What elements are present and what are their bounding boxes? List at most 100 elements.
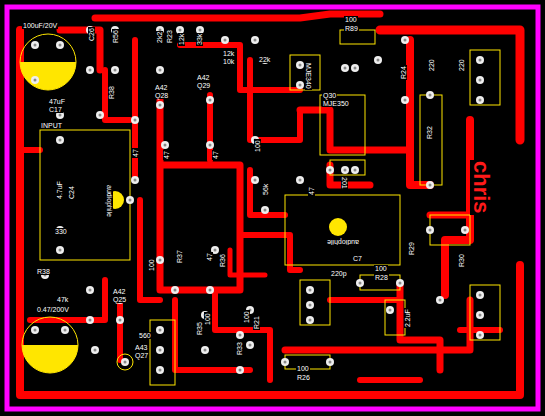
silkscreen-label: R37 [176,249,183,264]
silkscreen-label: Q25 [112,296,127,303]
drill-hole [159,259,162,262]
silkscreen-label: 560 [138,332,152,339]
silkscreen-label: A42 [154,84,168,91]
silkscreen-label: 100 [243,310,250,324]
solder-pad [476,311,484,319]
silkscreen-outlines [20,30,500,385]
drill-hole [174,289,177,292]
solder-pad [201,346,209,354]
silkscreen-label: R38 [36,268,51,275]
solder-pad [96,111,104,119]
silkscreen-label: R28 [374,274,389,281]
silkscreen-label: R29 [408,241,415,256]
silkscreen-label: 12k [178,33,185,46]
solder-pad [246,341,254,349]
drill-hole [214,249,217,252]
silkscreen-label: A42 [196,74,210,81]
solder-pad [396,279,404,287]
solder-pad [426,181,434,189]
capacitor-polarity [22,345,78,373]
drill-hole [129,199,132,202]
drill-hole [199,29,202,32]
drill-hole [429,184,432,187]
solder-pad [116,316,124,324]
drill-hole [179,29,182,32]
silkscreen-label: A43 [134,344,148,351]
drill-hole [359,282,362,285]
silkscreen-label: 12k [222,50,235,57]
logo-mark [329,218,347,236]
drill-hole [34,79,37,82]
solder-pad [236,366,244,374]
drill-hole [254,39,257,42]
drill-hole [64,329,67,332]
solder-pad [461,226,469,234]
silkscreen-label: Q29 [196,82,211,89]
solder-pad [131,176,139,184]
solder-pad [341,64,349,72]
solder-pad [251,176,259,184]
drill-hole [89,69,92,72]
silkscreen-label: 2k2 [156,31,163,44]
drill-hole [399,282,402,285]
solder-pad [86,286,94,294]
silkscreen-label: 100 [254,139,261,153]
solder-pad [131,116,139,124]
solder-pad [121,358,129,366]
solder-pad [156,366,164,374]
solder-pad [156,346,164,354]
silkscreen-label: audiophile [326,239,360,246]
silkscreen-label: R23 [166,29,173,44]
drill-hole [284,361,287,364]
drill-hole [89,319,92,322]
drill-hole [204,349,207,352]
drill-hole [239,369,242,372]
solder-pad [401,36,409,44]
drill-hole [59,114,62,117]
silkscreen-label: 100uF/20V [22,22,58,29]
drill-hole [479,294,482,297]
drill-hole [254,179,257,182]
silkscreen-label: 47 [212,150,219,160]
drill-hole [59,139,62,142]
silkscreen-label: 47 [308,186,315,196]
drill-hole [404,99,407,102]
drill-hole [159,329,162,332]
drill-hole [464,229,467,232]
drill-hole [159,69,162,72]
silkscreen-label: 47k [56,296,69,303]
drill-hole [89,289,92,292]
solder-pad [221,36,229,44]
silkscreen-label: 220 [458,58,465,72]
drill-hole [299,84,302,87]
silkscreen-label: R36 [219,253,226,268]
silkscreen-label: C7 [352,255,363,262]
solder-pad [91,346,99,354]
silkscreen-label: R24 [400,65,407,80]
silkscreen-label: 47 [132,148,139,158]
solder-pad [386,306,394,314]
silkscreen-label: MJE350 [322,100,350,107]
silkscreen-label: 10k [222,58,235,65]
solder-pad [426,226,434,234]
drill-hole [344,169,347,172]
solder-pad [156,326,164,334]
solder-pad [326,166,334,174]
drill-hole [377,59,380,62]
silkscreen-label: 100 [204,312,211,326]
drill-hole [309,304,312,307]
drill-hole [94,349,97,352]
silkscreen-label: 100 [296,365,310,372]
solder-pad [251,36,259,44]
silkscreen-label: 0.47/200V [36,306,70,313]
solder-pad [326,358,334,366]
silkscreen-label: R35 [196,321,203,336]
solder-pad [31,41,39,49]
copper-traces [20,14,520,395]
solder-pad [296,176,304,184]
drill-hole [209,99,212,102]
silkscreen-label: 330 [54,228,68,235]
drill-hole [299,64,302,67]
silkscreen-label: R30 [458,253,465,268]
solder-pad [296,81,304,89]
